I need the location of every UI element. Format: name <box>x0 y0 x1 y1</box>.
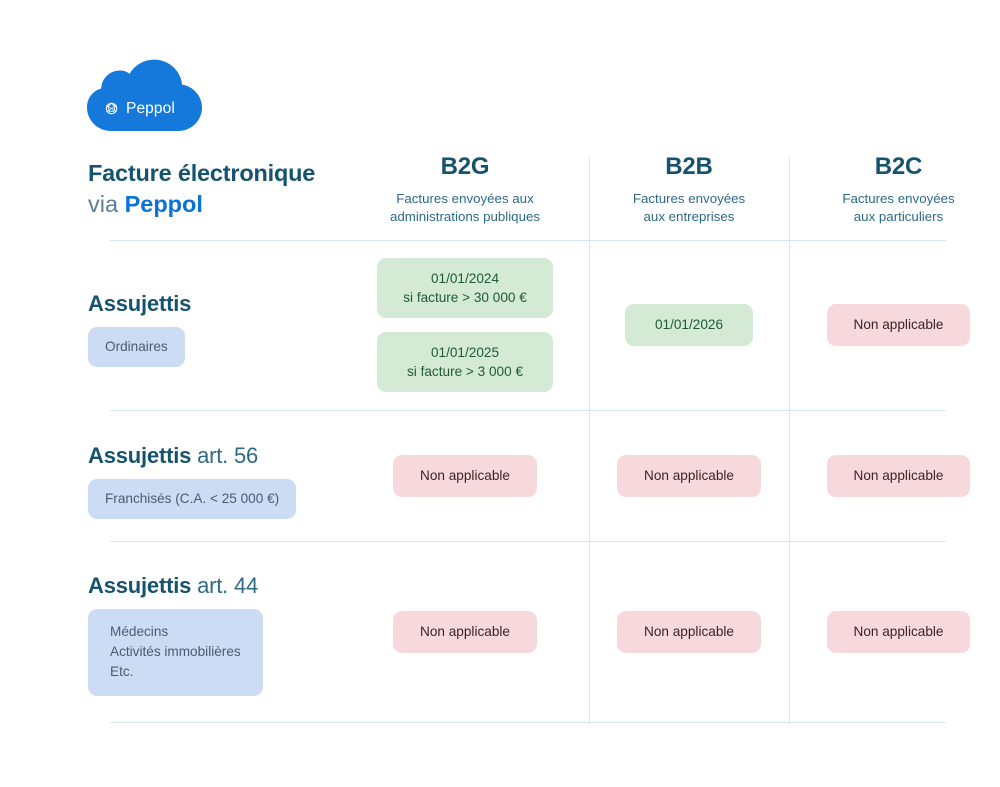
column-header-b2b-subtitle: Factures envoyées aux entreprises <box>589 190 789 225</box>
row-title-3-light: art. 44 <box>191 573 259 598</box>
chip-b2b-row3: Non applicable <box>617 611 761 653</box>
chip-b2b-row2-line1: Non applicable <box>644 468 734 484</box>
row-badge-3-line-2: Activités immobilières <box>110 644 241 660</box>
column-header-b2g-subtitle-line1: Factures envoyées aux <box>396 191 534 206</box>
chip-b2g-row1-a-line1: 01/01/2024 <box>430 270 500 286</box>
column-header-b2b-subtitle-line1: Factures envoyées <box>632 191 746 206</box>
row-badge-1: Ordinaires <box>88 327 185 368</box>
chip-b2g-row1-b: 01/01/2025 si facture > 3 000 € <box>377 332 553 392</box>
chip-b2b-row2: Non applicable <box>617 455 761 497</box>
chip-b2g-row2: Non applicable <box>393 455 537 497</box>
row-title-2-light: art. 56 <box>191 443 259 468</box>
column-header-b2c-subtitle-line1: Factures envoyées <box>842 191 955 206</box>
row-badge-3-line-3: Etc. <box>110 663 134 679</box>
page-title-via: via <box>88 190 125 217</box>
column-header-b2g: B2G Factures envoyées aux administration… <box>340 152 590 225</box>
column-header-b2c: B2C Factures envoyées aux particuliers <box>789 152 1000 225</box>
row-title-2: Assujettis art. 56 <box>88 443 296 469</box>
column-header-b2g-title: B2G <box>440 153 490 180</box>
column-header-b2b-title: B2B <box>665 153 713 180</box>
row-badge-3-line-1: Médecins <box>110 624 169 640</box>
column-header-b2b-subtitle-line2: aux entreprises <box>643 208 735 224</box>
cloud-shape-icon <box>87 49 202 131</box>
divider-row-1 <box>110 410 946 411</box>
page-title-line2: via Peppol <box>88 189 388 220</box>
divider-row-3 <box>110 722 946 723</box>
divider-header <box>110 240 946 241</box>
divider-column-b2g-b2b <box>589 158 590 722</box>
chip-b2b-row3-line1: Non applicable <box>644 624 734 640</box>
row-title-3: Assujettis art. 44 <box>88 573 263 599</box>
chip-b2g-row3-line1: Non applicable <box>420 624 510 640</box>
chip-b2c-row1-line1: Non applicable <box>853 317 944 333</box>
column-header-b2c-title: B2C <box>874 153 923 180</box>
row-badge-2-line-1: Franchisés (C.A. < 25 000 €) <box>105 491 280 507</box>
chip-b2c-row3-line1: Non applicable <box>853 624 944 640</box>
row-title-1-strong: Assujettis <box>88 291 192 316</box>
chip-b2g-row3: Non applicable <box>393 611 537 653</box>
chip-b2g-row2-line1: Non applicable <box>420 468 510 484</box>
row-badge-2: Franchisés (C.A. < 25 000 €) <box>88 479 297 520</box>
column-header-b2c-subtitle: Factures envoyées aux particuliers <box>789 190 1000 225</box>
column-header-b2b: B2B Factures envoyées aux entreprises <box>589 152 789 225</box>
chip-b2c-row2-line1: Non applicable <box>853 468 944 484</box>
divider-row-2 <box>110 541 946 542</box>
chip-b2g-row1-a: 01/01/2024 si facture > 30 000 € <box>377 258 553 318</box>
page-title: Facture électronique via Peppol <box>88 158 388 219</box>
chip-b2c-row1: Non applicable <box>827 304 970 346</box>
row-label-assujettis-ordinaires: Assujettis Ordinaires <box>88 291 191 368</box>
chip-b2g-row1-a-line2: si facture > 30 000 € <box>403 290 527 305</box>
column-header-b2g-subtitle: Factures envoyées aux administrations pu… <box>340 190 590 225</box>
peppol-mark-icon <box>105 102 118 115</box>
divider-column-b2b-b2c <box>789 158 790 722</box>
peppol-cloud-logo: Peppol <box>87 49 202 131</box>
page-title-line1: Facture électronique <box>88 160 316 186</box>
peppol-wordmark: Peppol <box>103 100 175 117</box>
row-label-assujettis-art-56: Assujettis art. 56 Franchisés (C.A. < 25… <box>88 443 297 520</box>
column-header-b2c-subtitle-line2: aux particuliers <box>853 208 944 224</box>
chip-b2b-row1: 01/01/2026 <box>625 304 753 346</box>
page-title-brand: Peppol <box>124 190 203 217</box>
row-badge-3: Médecins Activités immobilières Etc. <box>88 609 263 696</box>
chip-b2c-row3: Non applicable <box>827 611 970 653</box>
row-badge-1-line-1: Ordinaires <box>105 339 168 355</box>
row-title-2-strong: Assujettis <box>88 443 192 468</box>
row-label-assujettis-art-44: Assujettis art. 44 Médecins Activités im… <box>88 573 263 696</box>
chip-b2g-row1-b-line2: si facture > 3 000 € <box>407 364 523 379</box>
row-title-1: Assujettis <box>88 291 191 317</box>
chip-b2b-row1-line1: 01/01/2026 <box>654 317 724 333</box>
row-title-3-strong: Assujettis <box>88 573 192 598</box>
peppol-logo-text: Peppol <box>126 99 175 117</box>
chip-b2g-row1-b-line1: 01/01/2025 <box>430 344 500 360</box>
chip-b2c-row2: Non applicable <box>827 455 970 497</box>
column-header-b2g-subtitle-line2: administrations publiques <box>389 208 541 224</box>
